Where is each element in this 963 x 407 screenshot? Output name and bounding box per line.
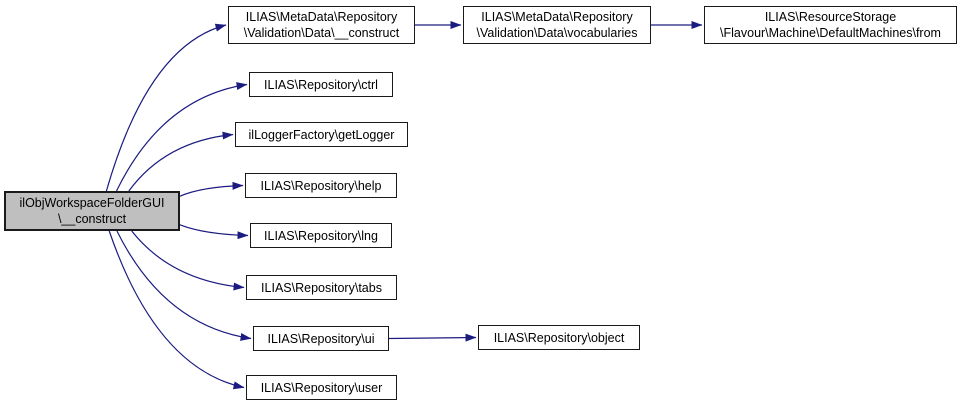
node-label: ILIAS\Repository\object [493, 330, 625, 345]
node-metadata-validation-data-vocabularies[interactable]: ILIAS\MetaData\Repository \Validation\Da… [463, 6, 651, 44]
node-label: ilObjWorkspaceFolderGUI [19, 196, 165, 210]
node-label: \Validation\Data\vocabularies [476, 26, 638, 40]
node-repository-help[interactable]: ILIAS\Repository\help [245, 173, 397, 198]
node-ilobjworkspacefoldergui-construct[interactable]: ilObjWorkspaceFolderGUI \__construct [4, 191, 180, 231]
call-edge-main-to-lng [179, 224, 249, 240]
node-metadata-validation-data-construct[interactable]: ILIAS\MetaData\Repository \Validation\Da… [228, 6, 415, 44]
node-repository-object[interactable]: ILIAS\Repository\object [478, 325, 640, 350]
node-label: ILIAS\Repository\help [260, 178, 382, 193]
call-edge-main-to-help [179, 181, 244, 197]
node-label: ILIAS\Repository\tabs [261, 280, 382, 295]
call-edge-main-to-user [108, 230, 245, 390]
node-resourcestorage-defaultmachines-from[interactable]: ILIAS\ResourceStorage \Flavour\Machine\D… [704, 6, 957, 44]
node-label: ILIAS\Repository\ui [267, 331, 375, 346]
call-edge-main-to-tabs [131, 230, 245, 291]
node-label: ILIAS\Repository\ctrl [264, 77, 378, 92]
node-repository-ctrl[interactable]: ILIAS\Repository\ctrl [249, 72, 393, 97]
node-repository-tabs[interactable]: ILIAS\Repository\tabs [246, 275, 397, 300]
node-label: ILIAS\MetaData\Repository [481, 10, 633, 24]
node-label: \Flavour\Machine\DefaultMachines\from [720, 26, 941, 40]
node-repository-ui[interactable]: ILIAS\Repository\ui [253, 326, 389, 351]
node-label: \__construct [57, 212, 127, 226]
node-label: ILIAS\ResourceStorage [764, 10, 897, 24]
call-edge-main-to-ctrl [115, 82, 248, 192]
call-edge-main-to-getlogger [128, 131, 234, 192]
node-repository-lng[interactable]: ILIAS\Repository\lng [250, 223, 392, 248]
call-edge-main-to-md-construct [105, 23, 227, 192]
node-label: ilLoggerFactory\getLogger [248, 127, 395, 142]
node-label: ILIAS\Repository\lng [264, 228, 378, 243]
node-label: ILIAS\MetaData\Repository [245, 10, 398, 24]
node-repository-user[interactable]: ILIAS\Repository\user [246, 375, 397, 400]
node-illoggerfactory-getlogger[interactable]: ilLoggerFactory\getLogger [235, 122, 408, 147]
call-edge-ui-to-object [388, 333, 477, 342]
node-label: ILIAS\Repository\user [260, 380, 383, 395]
call-edge-main-to-ui [116, 230, 252, 341]
node-label: \Validation\Data\__construct [243, 26, 400, 40]
